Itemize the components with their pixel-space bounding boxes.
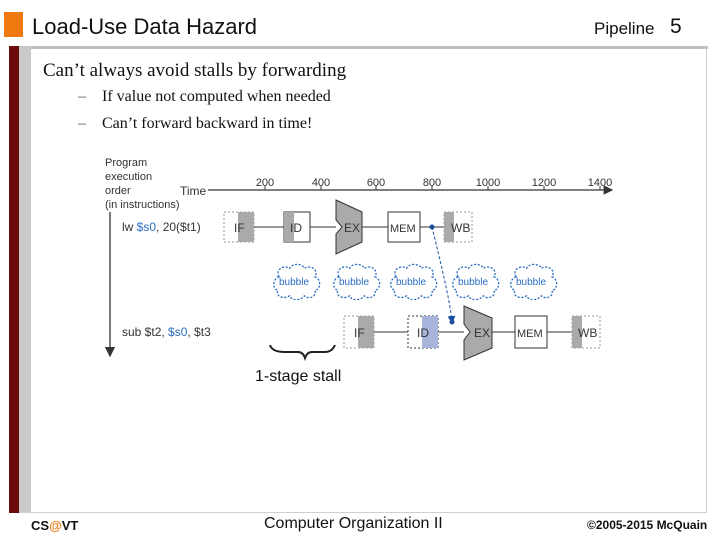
right-border [706, 46, 707, 513]
y-axis-label-line-3: order [105, 185, 131, 197]
instr-lw-pipeline: IF ID EX MEM WB [223, 199, 473, 255]
instr-lw-label: lw $s0, 20($t1) [122, 220, 201, 234]
svg-text:IF: IF [354, 326, 365, 340]
instr-sub-label: sub $t2, $s0, $t3 [122, 325, 211, 339]
y-axis-label-line-4: (in instructions) [105, 199, 180, 211]
main-bullet: Can’t always avoid stalls by forwarding [43, 60, 347, 81]
stage-wb: WB [451, 221, 470, 235]
bubble-1: bubble [279, 277, 309, 288]
bubble-4: bubble [458, 277, 488, 288]
time-ticks: 200 400 600 800 1000 1200 1400 [256, 177, 612, 190]
stage-ex: EX [344, 221, 360, 235]
stall-brace [269, 344, 336, 362]
svg-text:ID: ID [417, 326, 429, 340]
sub-bullet-1: –If value not computed when needed [78, 88, 331, 105]
time-tick-1400: 1400 [588, 177, 612, 189]
left-accent-bar [9, 46, 19, 513]
instr-sub-pipeline: IF ID EX MEM WB [343, 305, 601, 361]
time-tick-1200: 1200 [532, 177, 556, 189]
y-axis-label-line-2: execution [105, 171, 152, 183]
bubble-row: bubble bubble bubble bubble bubble [273, 263, 558, 300]
bottom-border [20, 512, 707, 513]
time-label: Time [180, 184, 207, 198]
y-axis-label-line-1: Program [105, 157, 147, 169]
time-tick-1000: 1000 [476, 177, 500, 189]
left-gray-bar [19, 46, 31, 513]
forwarding-path [431, 226, 456, 324]
stage-if: IF [234, 221, 245, 235]
bubble-2: bubble [339, 277, 369, 288]
time-tick-400: 400 [312, 177, 330, 189]
stage-id: ID [290, 221, 302, 235]
slide-title: Load-Use Data Hazard [32, 14, 258, 39]
title-accent [4, 12, 23, 37]
stall-label: 1-stage stall [255, 368, 341, 385]
bubble-3: bubble [396, 277, 426, 288]
svg-text:EX: EX [474, 326, 490, 340]
header-rule [20, 46, 708, 49]
time-tick-200: 200 [256, 177, 274, 189]
page-number: 5 [670, 15, 682, 38]
section-label: Pipeline [594, 19, 655, 38]
stage-mem: MEM [390, 223, 416, 235]
bubble-5: bubble [516, 277, 546, 288]
time-tick-600: 600 [367, 177, 385, 189]
sub-bullet-2: –Can’t forward backward in time! [78, 115, 313, 132]
time-tick-800: 800 [423, 177, 441, 189]
footer-center: Computer Organization II [264, 515, 443, 532]
svg-text:WB: WB [578, 326, 597, 340]
svg-text:MEM: MEM [517, 328, 543, 340]
footer-left: CS@VT [31, 518, 79, 533]
footer-right: ©2005-2015 McQuain [587, 518, 708, 532]
